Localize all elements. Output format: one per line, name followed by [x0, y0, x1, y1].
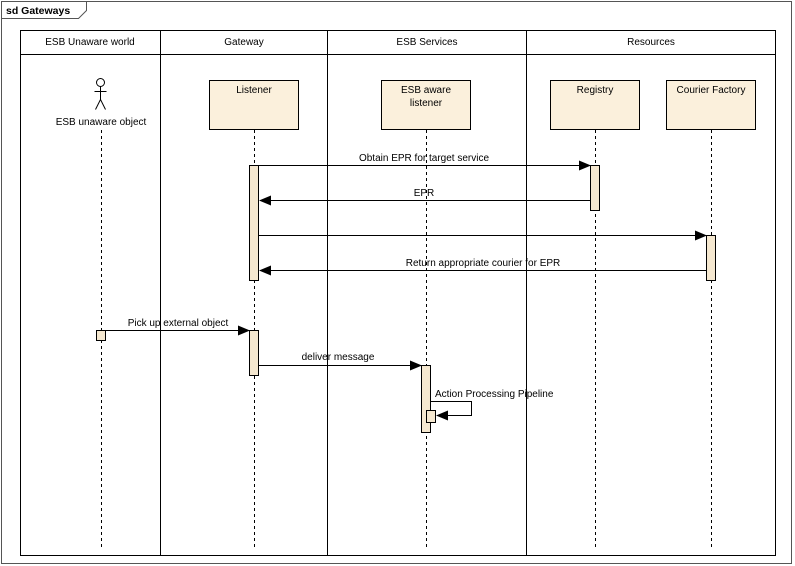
swimlane-esb-services: ESB Services	[396, 37, 457, 48]
message-label-epr: EPR	[414, 188, 435, 199]
message-label-pipeline: Action Processing Pipeline	[435, 389, 554, 400]
swimlane-esb-unaware-world: ESB Unaware world	[45, 37, 134, 48]
lifeline-box	[666, 80, 756, 130]
message-label-return-courier: Return appropriate courier for EPR	[406, 258, 561, 269]
swimlane-gateway: Gateway	[224, 37, 263, 48]
lifeline-courier-factory: Courier Factory	[666, 80, 756, 130]
message-label-obtain-epr: Obtain EPR for target service	[359, 153, 489, 164]
lifeline-esb-aware-listener: ESB aware listener	[381, 80, 471, 130]
actor-label: ESB unaware object	[56, 117, 147, 128]
lifeline-label: Listener	[236, 85, 272, 96]
activation-esb-aware-listener	[421, 365, 431, 433]
lifeline-box	[209, 80, 299, 130]
message-label-deliver: deliver message	[302, 352, 375, 363]
activation-pipeline	[426, 410, 436, 423]
swimlane-resources: Resources	[627, 37, 675, 48]
lifeline-label-line1: ESB aware	[401, 85, 451, 96]
lifeline-listener: Listener	[209, 80, 299, 130]
lifeline-registry: Registry	[550, 80, 640, 130]
swimlane-container	[20, 30, 776, 556]
activation-listener	[249, 330, 259, 376]
lifeline-label: Registry	[577, 85, 614, 96]
actor-icon	[94, 78, 107, 110]
activation-registry	[590, 165, 600, 211]
message-label-pick-up: Pick up external object	[128, 318, 229, 329]
lifeline-label-line2: listener	[410, 98, 443, 109]
frame-title: sd Gateways	[6, 5, 70, 17]
activation-listener	[249, 165, 259, 281]
message-arrow-pipeline	[431, 401, 472, 421]
lifeline-box	[550, 80, 640, 130]
lifeline-box	[381, 80, 471, 130]
lifeline-label: Courier Factory	[677, 85, 746, 96]
activation-actor	[96, 330, 106, 341]
frame-tab	[1, 1, 87, 19]
activation-courier-factory	[706, 235, 716, 281]
